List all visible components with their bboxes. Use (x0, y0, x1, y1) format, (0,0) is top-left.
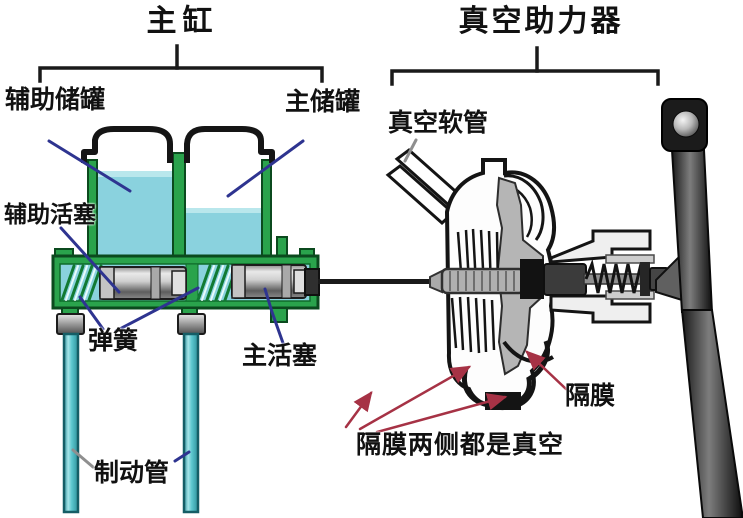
label-vacuum-booster-title: 真空助力器 (458, 5, 624, 38)
spring-coil-1 (60, 264, 103, 302)
master-bracket (38, 66, 324, 83)
label-main-piston: 主活塞 (242, 342, 318, 370)
leader-main-reservoir (226, 139, 305, 198)
aux-reservoir-fluid (97, 171, 173, 261)
leader-main-piston (263, 287, 285, 345)
arrow-diaphragm-1 (358, 365, 472, 431)
leader-aux-reservoir (47, 139, 132, 193)
leader-spring-2 (114, 286, 200, 333)
valve-block-dark (520, 259, 544, 299)
outlet-port-2 (177, 307, 206, 335)
spring-coil-2 (196, 264, 239, 302)
leader-brake-pipe-left (71, 448, 95, 469)
label-main-reservoir: 主储罐 (285, 88, 361, 116)
leader-brake-pipe-right (173, 450, 191, 463)
return-spring-upper (456, 228, 500, 291)
main-reservoir-cap (184, 126, 275, 163)
pedal-lever-group (655, 98, 743, 518)
leader-vacuum-hose (403, 138, 418, 163)
label-brake-pipe: 制动管 (94, 459, 170, 487)
return-spring-lower (450, 296, 496, 354)
clevis-collar (640, 262, 650, 296)
aux-reservoir-cap (81, 126, 173, 163)
bore-separator (185, 263, 199, 302)
lever-pivot-ball (672, 110, 700, 138)
valve-body (543, 263, 587, 296)
label-spring: 弹簧 (88, 327, 139, 355)
valve-spring (584, 258, 647, 294)
tank-wall-mid (172, 152, 186, 261)
rod-taper (429, 269, 443, 294)
housing-arm-upper (549, 229, 652, 264)
arrow-diaphragm-4 (525, 350, 568, 391)
connecting-rod (318, 279, 430, 284)
brake-pipe-right (182, 332, 200, 514)
bracket-group (38, 44, 660, 86)
arrow-diaphragm-3 (344, 390, 373, 429)
lever-arm-lower (680, 309, 743, 518)
shaft-ribs (449, 271, 515, 291)
reservoir-group (81, 126, 288, 261)
main-piston-part (231, 264, 320, 299)
brake-pipe-left (62, 332, 80, 514)
label-diaphragm: 隔膜 (565, 382, 616, 410)
aux-piston-part (99, 266, 187, 300)
master-cylinder-group (51, 248, 320, 514)
housing-arm-lower (549, 294, 652, 324)
arrow-diaphragm-2 (375, 393, 508, 434)
shell-rib-outer (503, 174, 545, 241)
booster-bracket (390, 69, 660, 86)
label-aux-reservoir: 辅助储罐 (5, 86, 106, 114)
label-master-cylinder-title: 主缸 (146, 5, 219, 38)
leader-aux-piston (59, 226, 121, 294)
leader-lines (47, 138, 568, 469)
tank-wall-right (261, 159, 272, 261)
clevis-plate-upper (605, 254, 655, 264)
label-aux-piston: 辅助活塞 (4, 201, 96, 227)
outlet-port-1 (56, 307, 85, 335)
clevis-plate-lower (605, 290, 655, 300)
main-reservoir-fluid (186, 208, 262, 261)
leader-spring-1 (78, 295, 105, 331)
label-vacuum-note: 隔膜两侧都是真空 (356, 431, 565, 459)
label-vacuum-hose: 真空软管 (388, 109, 489, 137)
